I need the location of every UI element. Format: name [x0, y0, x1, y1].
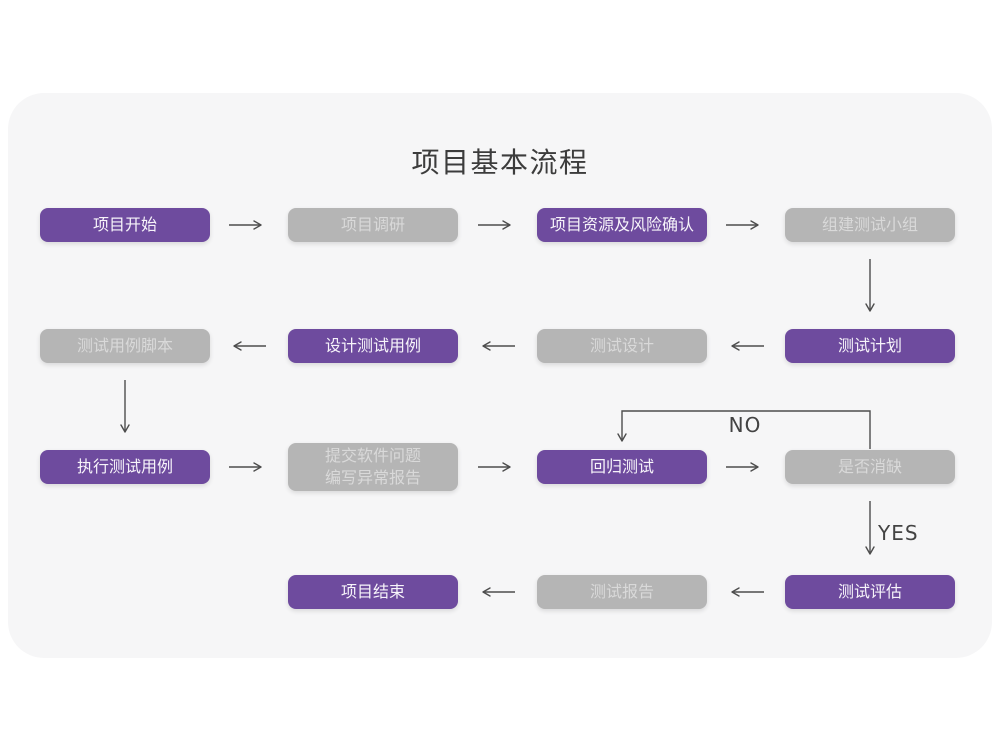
node-resource-risk-confirm: 项目资源及风险确认: [537, 208, 707, 242]
node-test-evaluation: 测试评估: [785, 575, 955, 609]
flowchart-card: [8, 93, 992, 658]
node-regression-test: 回归测试: [537, 450, 707, 484]
node-test-report: 测试报告: [537, 575, 707, 609]
node-execute-test-case: 执行测试用例: [40, 450, 210, 484]
node-label-line1: 提交软件问题: [324, 446, 421, 466]
node-submit-issue-report: 提交软件问题 编写异常报告: [288, 443, 458, 491]
edge-label-yes: YES: [878, 521, 919, 545]
node-design-test-case: 设计测试用例: [288, 329, 458, 363]
node-test-design: 测试设计: [537, 329, 707, 363]
page-title: 项目基本流程: [411, 146, 589, 179]
node-project-end: 项目结束: [288, 575, 458, 609]
node-test-plan: 测试计划: [785, 329, 955, 363]
node-test-case-script: 测试用例脚本: [40, 329, 210, 363]
node-defect-cleared: 是否消缺: [785, 450, 955, 484]
edge-label-no: NO: [728, 413, 762, 437]
node-project-start: 项目开始: [40, 208, 210, 242]
node-label-line2: 编写异常报告: [324, 468, 421, 487]
node-project-research: 项目调研: [288, 208, 458, 242]
arrow-no-loop-to-regression: [617, 410, 871, 449]
node-form-test-team: 组建测试小组: [785, 208, 955, 242]
